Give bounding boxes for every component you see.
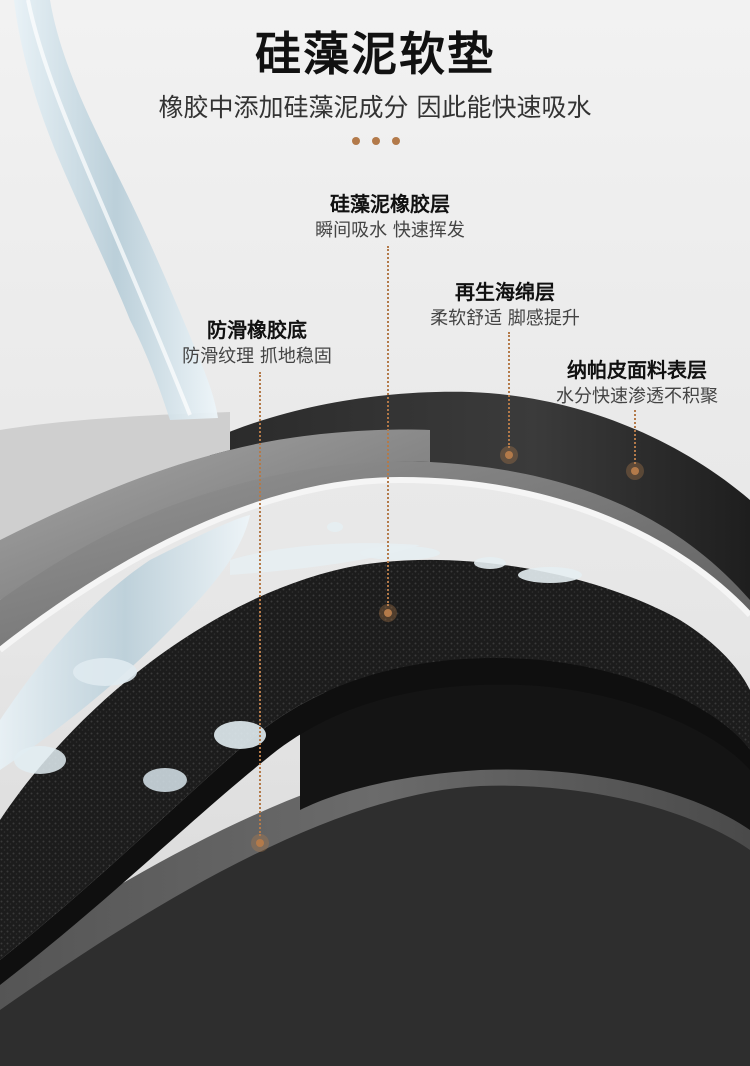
layer-name: 纳帕皮面料表层 bbox=[567, 358, 707, 382]
leader-line bbox=[259, 372, 261, 836]
layer-marker bbox=[379, 604, 397, 622]
page-title: 硅藻泥软垫 bbox=[255, 27, 495, 81]
layer-marker bbox=[626, 462, 644, 480]
layer-name: 防滑橡胶底 bbox=[207, 318, 307, 342]
layer-name: 再生海绵层 bbox=[455, 280, 555, 304]
leader-line bbox=[387, 246, 389, 606]
layer-label-anti-slip-base: 防滑橡胶底 防滑纹理 抓地稳固 bbox=[162, 316, 352, 370]
layer-label-diatom-rubber: 硅藻泥橡胶层 瞬间吸水 快速挥发 bbox=[290, 190, 490, 244]
leader-line bbox=[634, 410, 636, 464]
layer-desc: 瞬间吸水 快速挥发 bbox=[315, 220, 465, 241]
layer-desc: 防滑纹理 抓地稳固 bbox=[182, 346, 332, 367]
layer-label-napa-leather: 纳帕皮面料表层 水分快速渗透不积聚 bbox=[532, 356, 742, 410]
page-subtitle: 橡胶中添加硅藻泥成分 因此能快速吸水 bbox=[158, 93, 592, 122]
layer-marker bbox=[500, 446, 518, 464]
layer-marker bbox=[251, 834, 269, 852]
decorative-dots bbox=[350, 137, 410, 147]
layer-desc: 柔软舒适 脚感提升 bbox=[430, 308, 580, 329]
leader-line bbox=[508, 332, 510, 448]
layer-label-sponge: 再生海绵层 柔软舒适 脚感提升 bbox=[410, 278, 600, 332]
layer-desc: 水分快速渗透不积聚 bbox=[556, 386, 718, 407]
layer-name: 硅藻泥橡胶层 bbox=[330, 192, 450, 216]
